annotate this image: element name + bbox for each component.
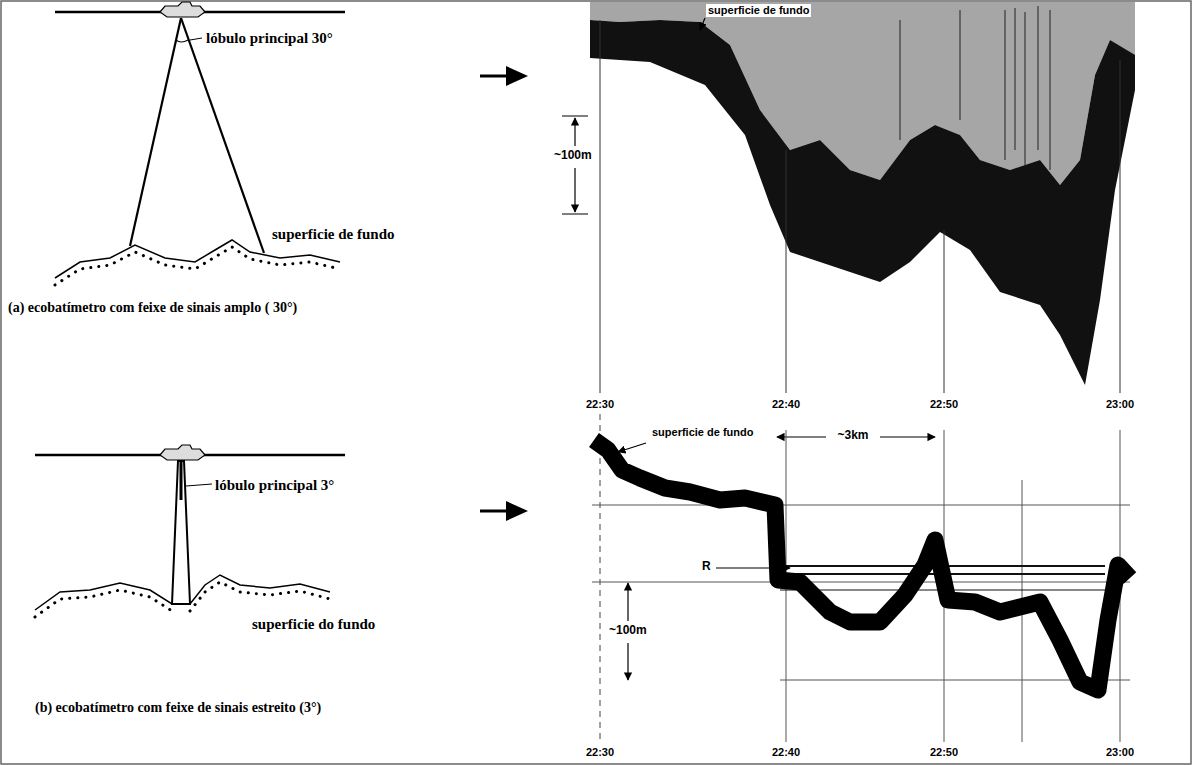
label-text: 22:50 [930, 398, 958, 410]
label-text: superficie de fundo [652, 426, 753, 438]
time-label: 22:40 [772, 746, 800, 759]
leader-arrow [618, 443, 646, 452]
beam-edge [130, 18, 181, 246]
depth-scale: ~100m [552, 149, 594, 163]
narrow-beam-sketch [35, 445, 345, 617]
seabed-line [55, 240, 340, 278]
seabed-dots [35, 582, 330, 617]
label-text: superficie de fundo [708, 4, 809, 16]
label-text: 23:00 [1106, 398, 1134, 410]
time-guide [600, 414, 601, 742]
leader-line [190, 38, 202, 40]
label-text: 22:50 [930, 746, 958, 758]
label-text: 23:00 [1106, 746, 1134, 758]
angle-arc [176, 40, 188, 42]
time-label: 22:40 [772, 398, 800, 411]
label-text: ~100m [609, 623, 647, 637]
label-text: 22:30 [586, 746, 614, 758]
time-label: 22:50 [930, 746, 958, 759]
time-label: 22:50 [930, 398, 958, 411]
seabed-label: superficie de fundo [272, 226, 395, 243]
panel-caption: (a) ecobatímetro com feixe de sinais amp… [8, 300, 297, 316]
wide-beam-echogram [562, 2, 1135, 393]
result-arrow [480, 66, 528, 521]
label-text: superficie do fundo [252, 616, 375, 632]
callout-letter: R [700, 560, 713, 574]
depth-scale: ~100m [607, 624, 649, 638]
leader-arrow [700, 18, 705, 30]
leader-arrow [716, 567, 790, 568]
leader-line [186, 484, 212, 486]
ship-symbol [160, 2, 205, 17]
label-text: 22:30 [586, 398, 614, 410]
label-text: lóbulo principal 3° [215, 477, 334, 493]
echogram-label: superficie de fundo [650, 426, 755, 439]
time-label: 23:00 [1106, 398, 1134, 411]
label-text: R [702, 559, 711, 573]
label-text: 22:40 [772, 398, 800, 410]
beam-axis [180, 461, 183, 500]
time-label: 23:00 [1106, 746, 1134, 759]
panel-caption: (b) ecobatímetro com feixe de sinais est… [35, 700, 321, 716]
label-text: (b) ecobatímetro com feixe de sinais est… [35, 700, 321, 715]
time-label: 22:30 [586, 746, 614, 759]
scale-arrow [574, 118, 575, 146]
label-text: ~3km [837, 428, 868, 442]
beam-label: lóbulo principal 3° [215, 477, 334, 494]
wide-beam-sketch [55, 2, 345, 285]
scale-arrow [627, 583, 628, 621]
seabed-label: superficie do fundo [252, 616, 375, 633]
scale-arrow [574, 168, 575, 212]
label-text: 22:40 [772, 746, 800, 758]
narrow-beam-echogram [592, 430, 1130, 742]
label-text: ~100m [554, 148, 592, 162]
beam-edge [181, 18, 264, 253]
distance-scale: ~3km [837, 429, 868, 443]
echogram-label: superficie de fundo [706, 4, 811, 17]
seabed-dots [55, 247, 340, 285]
seabed-line [35, 575, 330, 610]
label-text: lóbulo principal 30° [206, 30, 333, 46]
time-label: 22:30 [586, 398, 614, 411]
ship-symbol [160, 445, 205, 460]
label-text: (a) ecobatímetro com feixe de sinais amp… [8, 300, 297, 315]
label-text: superficie de fundo [272, 226, 395, 242]
narrow-beam [172, 461, 190, 604]
scale-arrow [627, 643, 628, 680]
beam-label: lóbulo principal 30° [206, 30, 333, 47]
